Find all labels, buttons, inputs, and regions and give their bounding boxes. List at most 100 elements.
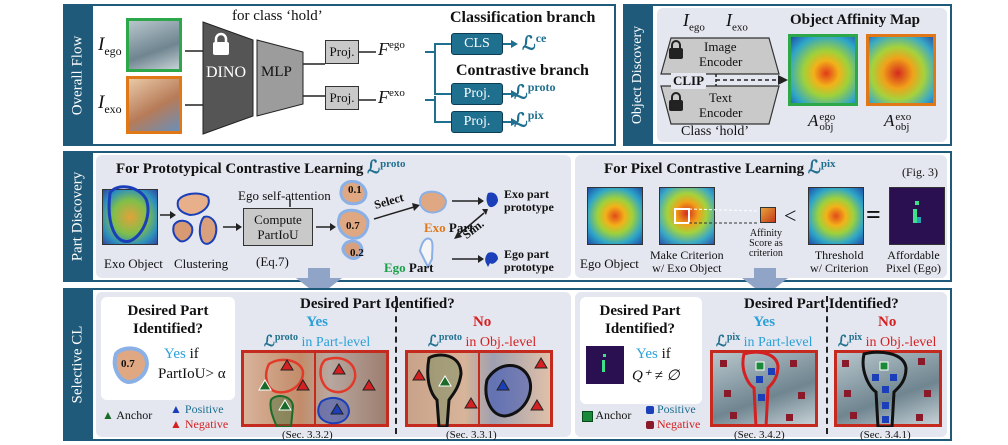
contrastive-branch-title: Contrastive branch	[456, 62, 589, 79]
for-class-label: for class ‘hold’	[232, 8, 323, 24]
down-arrow-left	[296, 268, 342, 296]
ego-self-attention-label: Ego self-attention	[238, 188, 331, 203]
down-arrows	[296, 268, 788, 296]
dino-label: DINO	[206, 64, 246, 81]
od-i-ego: Iego	[683, 10, 705, 34]
ego-object-label: Ego Object	[580, 256, 639, 271]
affinity-map-ego	[788, 34, 858, 106]
l-ce-label: ℒce	[522, 31, 547, 55]
pix-yes-marks	[720, 350, 805, 427]
sec-332-label: (Sec. 3.3.2)	[282, 429, 333, 441]
less-than-sign: <	[784, 203, 797, 228]
criterion-lines	[674, 208, 760, 224]
proj-box-exo: Proj.	[325, 86, 359, 110]
partiou-shape	[112, 346, 149, 385]
threshold-image	[808, 187, 864, 245]
down-arrow-right	[742, 268, 788, 296]
affinity-map-title: Object Affinity Map	[790, 12, 920, 28]
proj-box-proto: Proj.	[451, 83, 503, 105]
legend-negative: ▲ Negative	[170, 417, 229, 431]
ego-image	[126, 18, 182, 72]
cls-box: CLS	[451, 33, 503, 55]
legend-negative-2: Negative	[646, 417, 700, 432]
make-criterion-image	[659, 187, 715, 245]
desired-identified-left: Desired Part Identified?	[300, 296, 455, 312]
clip-label: CLIP	[671, 73, 707, 89]
lock-icon	[669, 40, 683, 59]
part-discovery-shapes	[107, 179, 498, 270]
partiou-condition: PartIoU> α	[158, 366, 226, 382]
clip-arrow	[715, 74, 788, 86]
row-label-selective-cl: Selective CL	[63, 288, 93, 441]
proto-subpanel-title: For Prototypical Contrastive Learning ℒp…	[116, 157, 406, 177]
pix-subpanel-title: For Pixel Contrastive Learning ℒpix	[604, 157, 836, 177]
proj-box-ego: Proj.	[325, 40, 359, 64]
exo-image	[126, 76, 182, 134]
partiou-score: 0.7	[121, 358, 135, 370]
affinity-map-exo	[866, 34, 936, 106]
od-i-exo: Iexo	[726, 10, 748, 34]
q-plus-marks	[602, 354, 606, 372]
equals-sign: =	[866, 200, 881, 229]
proto-yes-marks	[258, 350, 376, 427]
affordable-pixel-marks	[913, 201, 921, 223]
exo-part-label: Exo Part	[424, 220, 474, 235]
lock-icon	[669, 92, 683, 111]
lock-icon	[213, 32, 229, 55]
class-hold-label: Class ‘hold’	[681, 124, 750, 139]
score-02: 0.2	[350, 247, 364, 259]
sec-341-label: (Sec. 3.4.1)	[860, 429, 911, 441]
selective-divider-right	[826, 296, 828, 434]
proto-no-marks	[412, 350, 548, 427]
f-ego-label: Fego	[378, 39, 405, 59]
yes-if-condition: Yes if	[164, 346, 199, 362]
ego-part-label: Ego Part	[384, 260, 434, 275]
f-exo-label: Fexo	[378, 87, 405, 107]
l-pix-label: ℒpix	[514, 108, 544, 132]
classification-branch-title: Classification branch	[450, 9, 596, 26]
sec-342-label: (Sec. 3.4.2)	[734, 429, 785, 441]
l-proto-label: ℒproto	[514, 80, 556, 104]
exo-object-image	[102, 189, 158, 245]
legend-positive-2: Positive	[646, 402, 696, 417]
pix-no-marks	[842, 350, 931, 427]
sec-331-label: (Sec. 3.3.1)	[446, 429, 497, 441]
text-encoder-shape	[660, 85, 780, 125]
proj-box-pix: Proj.	[451, 111, 503, 133]
image-encoder-label-2: Encoder	[699, 54, 743, 69]
affinity-score-swatch	[760, 207, 776, 223]
mlp-label: MLP	[261, 64, 292, 80]
q-condition: Q⁺ ≠ ∅	[632, 368, 680, 384]
clustering-label: Clustering	[174, 256, 229, 271]
yes-if-condition-2: Yes if	[636, 346, 671, 362]
row-label-object-discovery: Object Discovery	[623, 4, 653, 146]
i-exo-label: Iexo	[98, 92, 122, 116]
encoder-shapes	[660, 37, 780, 125]
legend-anchor: ▲ Anchor	[102, 408, 153, 422]
text-encoder-label-1: Text	[709, 90, 732, 105]
desired-identified-right: Desired Part Identified?	[744, 296, 899, 312]
selective-divider-left	[395, 296, 397, 434]
ego-object-image	[587, 187, 643, 245]
i-ego-label: Iego	[98, 34, 122, 58]
legend-positive: ▲ Positive	[170, 402, 224, 416]
row-label-overall-flow: Overall Flow	[63, 4, 93, 146]
text-encoder-label-2: Encoder	[699, 105, 743, 120]
fig3-label: (Fig. 3)	[902, 165, 938, 179]
mlp-trapezoid	[256, 39, 304, 117]
image-encoder-label-1: Image	[704, 39, 737, 54]
legend-anchor-2: Anchor	[582, 408, 631, 423]
